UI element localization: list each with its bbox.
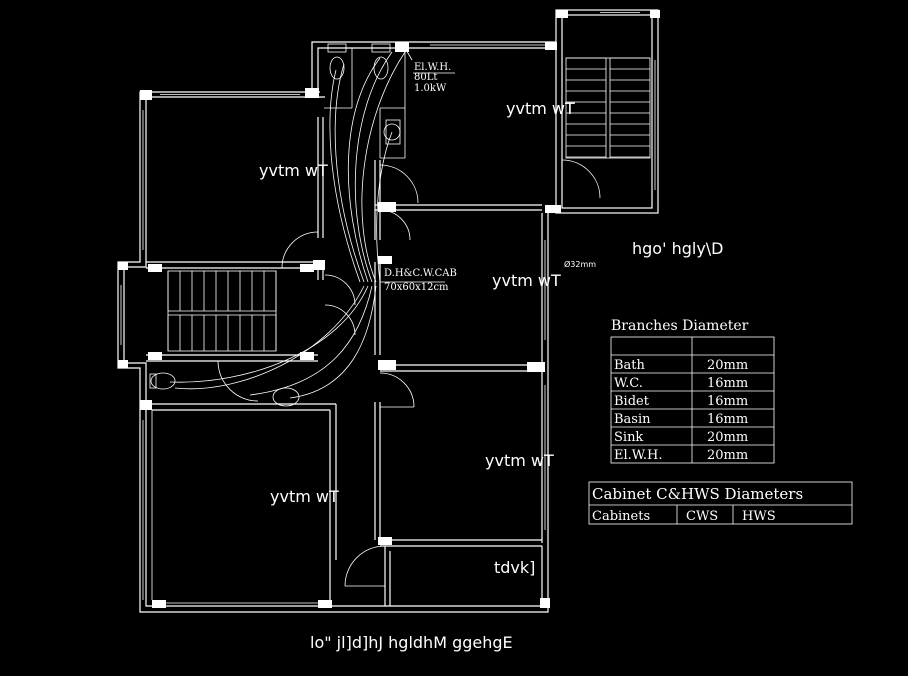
stairs-left — [167, 270, 277, 352]
branches-row-diameter: 20mm — [707, 430, 748, 445]
cabinet-table-title: Cabinet C&HWS Diameters — [592, 485, 803, 503]
branches-table-title: Branches Diameter — [611, 318, 749, 334]
room-label-middle: yvtm wT — [492, 271, 561, 290]
branches-row-item: Sink — [614, 430, 643, 445]
branches-row-diameter: 16mm — [707, 376, 748, 391]
branches-row-diameter: 20mm — [707, 358, 748, 373]
room-label-lower-right: yvtm wT — [485, 451, 554, 470]
cabinet-diameters-table: Cabinet C&HWS Diameters Cabinets CWS HWS — [588, 481, 853, 525]
cabinet-note-line-1: D.H&C.W.CAB — [384, 268, 457, 279]
pipe-size-label: Ø32mm — [564, 259, 596, 269]
branches-row-diameter: 20mm — [707, 448, 748, 463]
plumbing-pipes — [169, 47, 445, 399]
cabinet-table-header-cabinets: Cabinets — [592, 509, 650, 524]
heater-note-line-3: 1.0kW — [414, 83, 447, 94]
branches-row-diameter: 16mm — [707, 394, 748, 409]
branches-row-diameter: 16mm — [707, 412, 748, 427]
branches-row-item: El.W.H. — [614, 448, 662, 463]
branches-row-item: Bath — [614, 358, 646, 373]
windows — [118, 10, 660, 608]
branches-row-item: W.C. — [614, 376, 643, 391]
cabinet-table-header-hws: HWS — [742, 509, 776, 524]
cabinet-note: D.H&C.W.CAB 70x60x12cm Ø32mm — [384, 259, 596, 293]
plan-footer-title: lo" jl]d]hJ hgldhM ggehgE — [310, 633, 513, 652]
cabinet-table-header-cws: CWS — [686, 509, 718, 524]
heater-note: El.W.H. 80Lt 1.0kW — [413, 62, 455, 94]
stair-note: hgo' hgly\D — [632, 239, 724, 258]
room-label-lower-left: yvtm wT — [270, 487, 339, 506]
room-label-top-center: yvtm wT — [506, 99, 575, 118]
wc-fixtures — [149, 43, 401, 407]
cabinet-note-line-2: 70x60x12cm — [384, 282, 449, 293]
branches-row-item: Bidet — [614, 394, 650, 409]
interior-walls — [146, 48, 542, 606]
doors — [217, 159, 601, 587]
heater-note-line-1: El.W.H. — [414, 62, 451, 73]
room-labels: yvtm wT yvtm wT yvtm wT yvtm wT yvtm wT … — [259, 99, 724, 652]
room-label-balcony: tdvk] — [494, 558, 535, 577]
stairs-right — [565, 57, 651, 159]
room-label-top-left: yvtm wT — [259, 161, 328, 180]
branches-row-item: Basin — [614, 412, 651, 427]
heater-note-line-2: 80Lt — [414, 72, 437, 83]
